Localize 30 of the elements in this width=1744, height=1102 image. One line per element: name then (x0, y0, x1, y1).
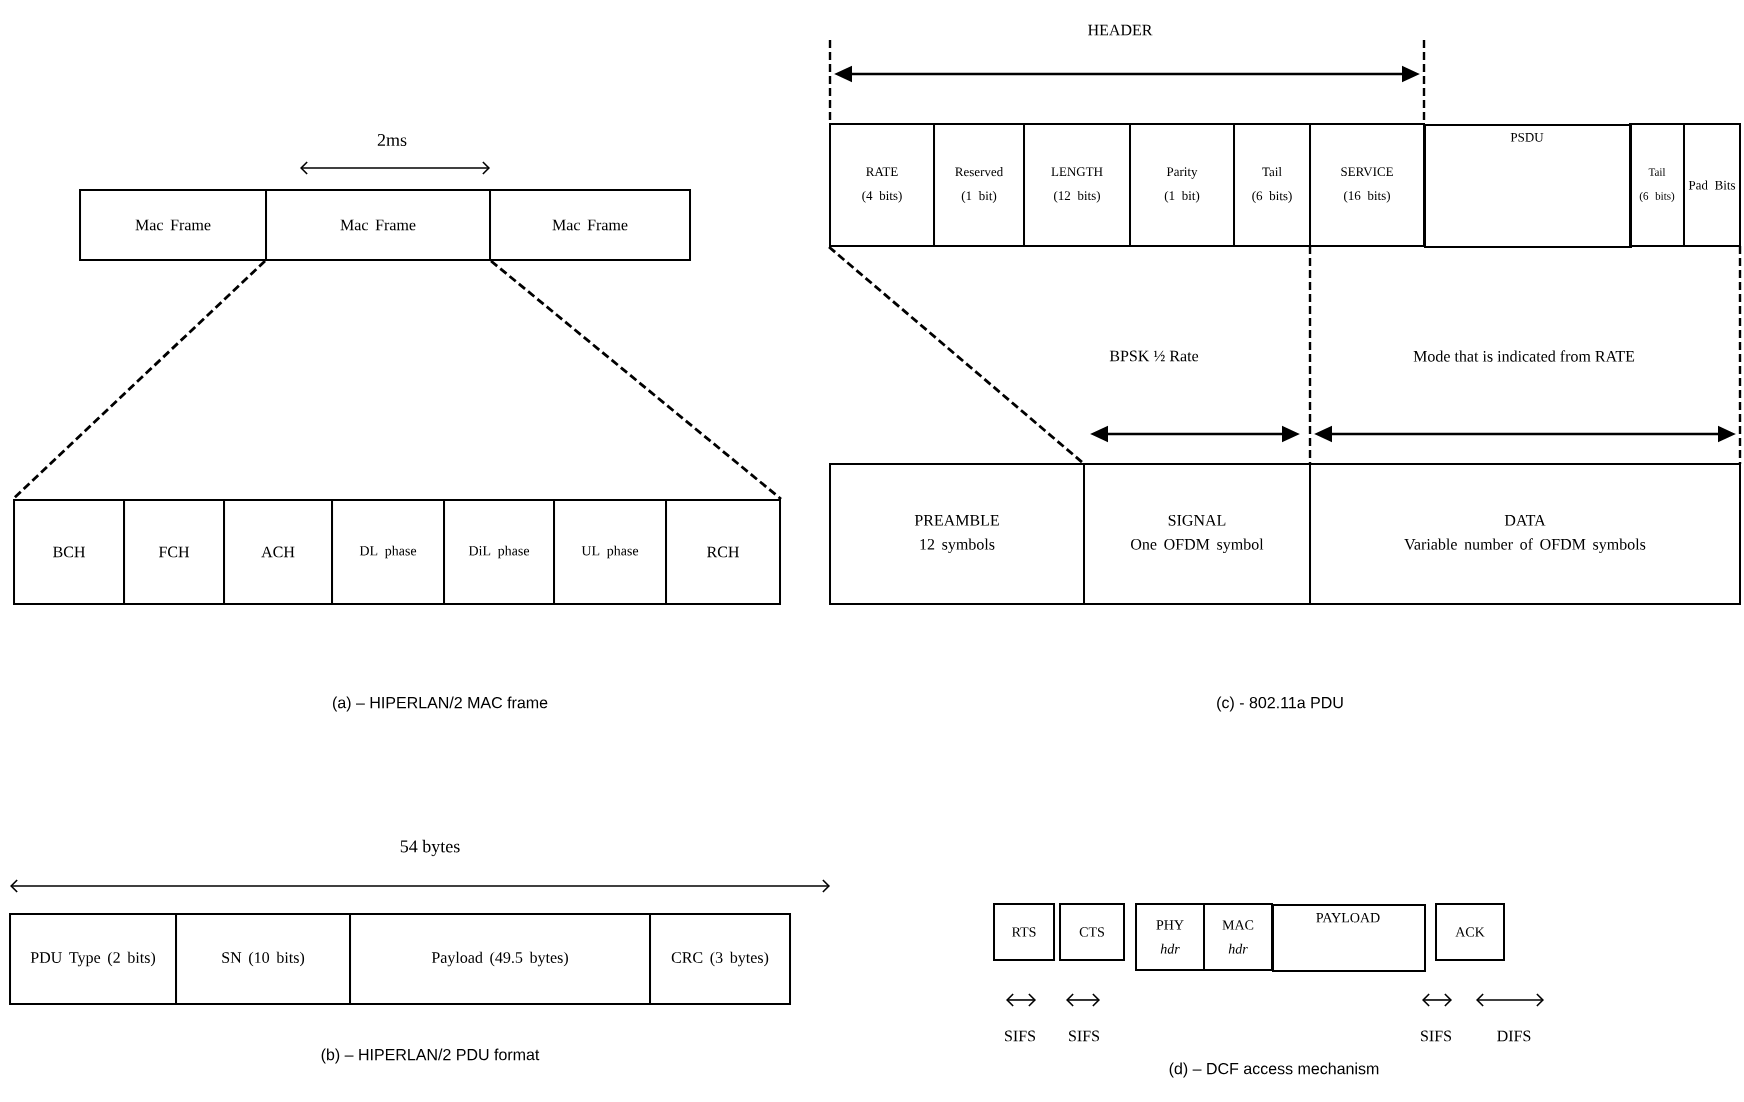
dimension-label: BPSK ½ Rate (1109, 350, 1199, 362)
field-box: CRC (3 bytes) (649, 913, 791, 1005)
field-box: Mac Frame (489, 189, 691, 261)
field-box: BCH (13, 499, 125, 605)
dimension-label: DIFS (1497, 1030, 1531, 1042)
field-box: RCH (665, 499, 781, 605)
field-box: PDU Type (2 bits) (9, 913, 177, 1005)
dimension-label: HEADER (1088, 24, 1153, 36)
field-box: Mac Frame (265, 189, 491, 261)
dimension-label: Mode that is indicated from RATE (1413, 350, 1635, 362)
field-box: SN (10 bits) (175, 913, 351, 1005)
dimension-label: SIFS (1069, 1030, 1099, 1042)
field-box: Mac Frame (79, 189, 267, 261)
caption: (b) – HIPERLAN/2 PDU format (321, 1048, 540, 1064)
caption: (d) – DCF access mechanism (1169, 1062, 1379, 1078)
expansion-line (490, 259, 782, 501)
field-box: SIGNAL One OFDM symbol (1083, 463, 1311, 605)
field-box: Payload (49.5 bytes) (349, 913, 651, 1005)
expansion-line (12, 259, 266, 500)
field-box: ACH (223, 499, 333, 605)
dimension-label: 54 bytes (400, 839, 460, 857)
field-box: PREAMBLE 12 symbols (829, 463, 1085, 605)
expansion-line (828, 245, 1084, 465)
caption: (c) - 802.11a PDU (1217, 696, 1343, 712)
dimension-label: 2ms (377, 133, 407, 147)
dimension-label: SIFS (1421, 1030, 1451, 1042)
field-box: FCH (123, 499, 225, 605)
caption: (a) – HIPERLAN/2 MAC frame (333, 696, 548, 712)
field-box: DATA Variable number of OFDM symbols (1309, 463, 1741, 605)
dimension-label: SIFS (1005, 1030, 1035, 1042)
